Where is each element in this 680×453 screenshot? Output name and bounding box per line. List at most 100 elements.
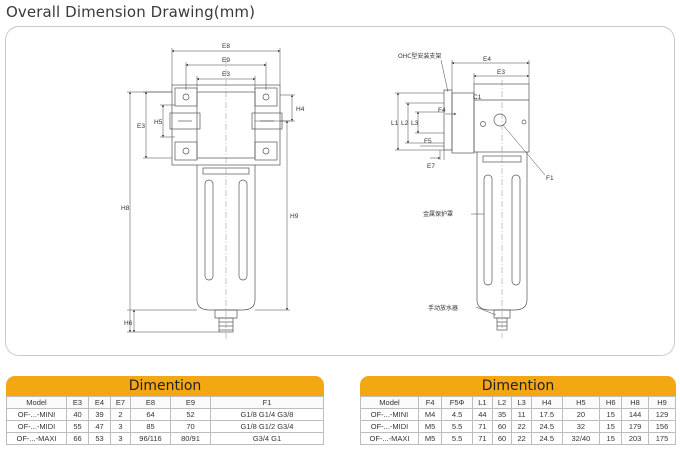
table-cell: 52	[170, 408, 211, 421]
table-cell: OF-...-MAXI	[360, 432, 419, 445]
table-cell: 3	[110, 432, 131, 445]
table-cell: 40	[66, 408, 89, 421]
table-cell: OF-...-MINI	[6, 408, 67, 421]
label-H8: H8	[121, 205, 130, 212]
table-cell: 179	[621, 420, 650, 433]
table-header-cell: F4	[417, 396, 443, 409]
table-cell: 15	[599, 432, 623, 445]
table-cell: OF-...-MINI	[360, 408, 419, 421]
label-E4: E4	[483, 56, 491, 63]
table-cell: 47	[88, 420, 111, 433]
table-cell: 2	[110, 408, 131, 421]
mounting-bracket	[443, 89, 453, 151]
table-header-cell: L3	[511, 396, 532, 409]
table-cell: M5	[417, 432, 443, 445]
front-dimensions	[127, 48, 295, 333]
table-cell: OF-...-MIDI	[6, 420, 67, 433]
table-header-cell: F5Φ	[441, 396, 474, 409]
table-header-cell: E9	[170, 396, 211, 409]
table-cell: 32/40	[561, 432, 601, 445]
table-cell: 80/91	[170, 432, 211, 445]
table-header-cell: Model	[6, 396, 67, 409]
table-header-cell: H8	[621, 396, 650, 409]
table-cell: 4.5	[441, 408, 474, 421]
table-header-cell: H9	[648, 396, 676, 409]
table-row: OF-...-MIDI 55 47 3 85 70 G1/8 G1/2 G3/4	[6, 420, 324, 433]
table-cell: OF-...-MAXI	[6, 432, 67, 445]
table-header-cell: H5	[561, 396, 601, 409]
label-E7: E7	[427, 163, 435, 170]
table-cell: 15	[599, 408, 623, 421]
label-F5: F5	[424, 138, 432, 145]
left-table-grid: Model E3 E4 E7 E8 E9 F1 OF-...-MINI 40 3…	[6, 396, 324, 445]
table-cell: 35	[491, 408, 513, 421]
table-header-cell: H6	[599, 396, 623, 409]
table-cell: 60	[491, 432, 513, 445]
front-dimension-labels: E8 E9 E3 H4 H5 E3 H8 H9 H6	[121, 43, 305, 327]
dimension-drawing: E8 E9 E3 H4 H5 E3 H8 H9 H6	[121, 43, 554, 340]
table-header-cell: F1	[210, 396, 324, 409]
table-cell: 22	[511, 420, 532, 433]
side-dimension-labels: E4 E3 OHC型安装支架 F4 C1 F5 L3 L2 L1 E7 F1 金…	[391, 52, 554, 312]
table-cell: 24.5	[531, 432, 563, 445]
table-cell: 64	[130, 408, 171, 421]
right-table-grid: Model F4 F5Φ L1 L2 L3 H4 H5 H6 H8 H9 OF-…	[360, 396, 676, 445]
label-H6: H6	[124, 320, 133, 327]
table-cell: 175	[648, 432, 676, 445]
table-cell: 70	[170, 420, 211, 433]
side-view	[443, 83, 530, 331]
label-mounting-bracket: OHC型安装支架	[398, 52, 441, 60]
table-cell: 85	[130, 420, 171, 433]
right-spec-table: Dimention Model F4 F5Φ L1 L2 L3 H4 H5 H6…	[360, 376, 676, 445]
page-title: Overall Dimension Drawing(mm)	[6, 3, 256, 21]
table-cell: 71	[472, 420, 493, 433]
left-spec-table: Dimention Model E3 E4 E7 E8 E9 F1 OF-...…	[6, 376, 324, 445]
label-H9: H9	[290, 213, 299, 220]
right-table-title: Dimention	[360, 376, 676, 396]
side-head-body	[473, 83, 530, 153]
table-header-cell: E7	[110, 396, 131, 409]
table-cell: 22	[511, 432, 532, 445]
label-F4: F4	[438, 107, 446, 114]
table-cell: 129	[648, 408, 676, 421]
table-cell: 24.5	[531, 420, 563, 433]
table-cell: 144	[621, 408, 650, 421]
table-row: OF-...-MIDI M5 5.5 71 60 22 24.5 32 15 1…	[360, 420, 676, 433]
table-cell: 55	[66, 420, 89, 433]
table-cell: 71	[472, 432, 493, 445]
table-cell: M4	[417, 408, 443, 421]
left-table-header-row: Model E3 E4 E7 E8 E9 F1	[6, 396, 324, 409]
table-cell: OF-...-MIDI	[360, 420, 419, 433]
table-cell: 32	[561, 420, 601, 433]
label-L1: L1	[391, 120, 399, 127]
table-cell: 5.5	[441, 432, 474, 445]
label-metal-guard: 金属保护罩	[423, 210, 453, 218]
table-cell: 39	[88, 408, 111, 421]
side-dimensions	[395, 59, 546, 316]
table-cell: G3/4 G1	[210, 432, 324, 445]
table-header-cell: E4	[88, 396, 111, 409]
table-cell: 5.5	[441, 420, 474, 433]
table-cell: 53	[88, 432, 111, 445]
table-row: OF-...-MAXI M5 5.5 71 60 22 24.5 32/40 1…	[360, 432, 676, 445]
label-L3: L3	[411, 120, 419, 127]
table-header-cell: L1	[472, 396, 493, 409]
label-H5: H5	[154, 119, 163, 126]
table-row: OF-...-MINI M4 4.5 44 35 11 17.5 20 15 1…	[360, 408, 676, 421]
label-E3-side: E3	[497, 69, 505, 76]
label-H4: H4	[296, 106, 305, 113]
table-cell: 60	[491, 420, 513, 433]
table-cell: 20	[561, 408, 601, 421]
label-E3: E3	[222, 71, 230, 78]
table-cell: 156	[648, 420, 676, 433]
table-cell: G1/8 G1/4 G3/8	[210, 408, 324, 421]
table-header-cell: E3	[66, 396, 89, 409]
table-cell: 11	[511, 408, 532, 421]
table-row: OF-...-MAXI 66 53 3 96/116 80/91 G3/4 G1	[6, 432, 324, 445]
table-cell: 3	[110, 420, 131, 433]
table-header-cell: Model	[360, 396, 419, 409]
label-E3-vertical: E3	[137, 123, 145, 130]
table-cell: 203	[621, 432, 650, 445]
table-cell: 17.5	[531, 408, 563, 421]
label-E9: E9	[222, 57, 230, 64]
